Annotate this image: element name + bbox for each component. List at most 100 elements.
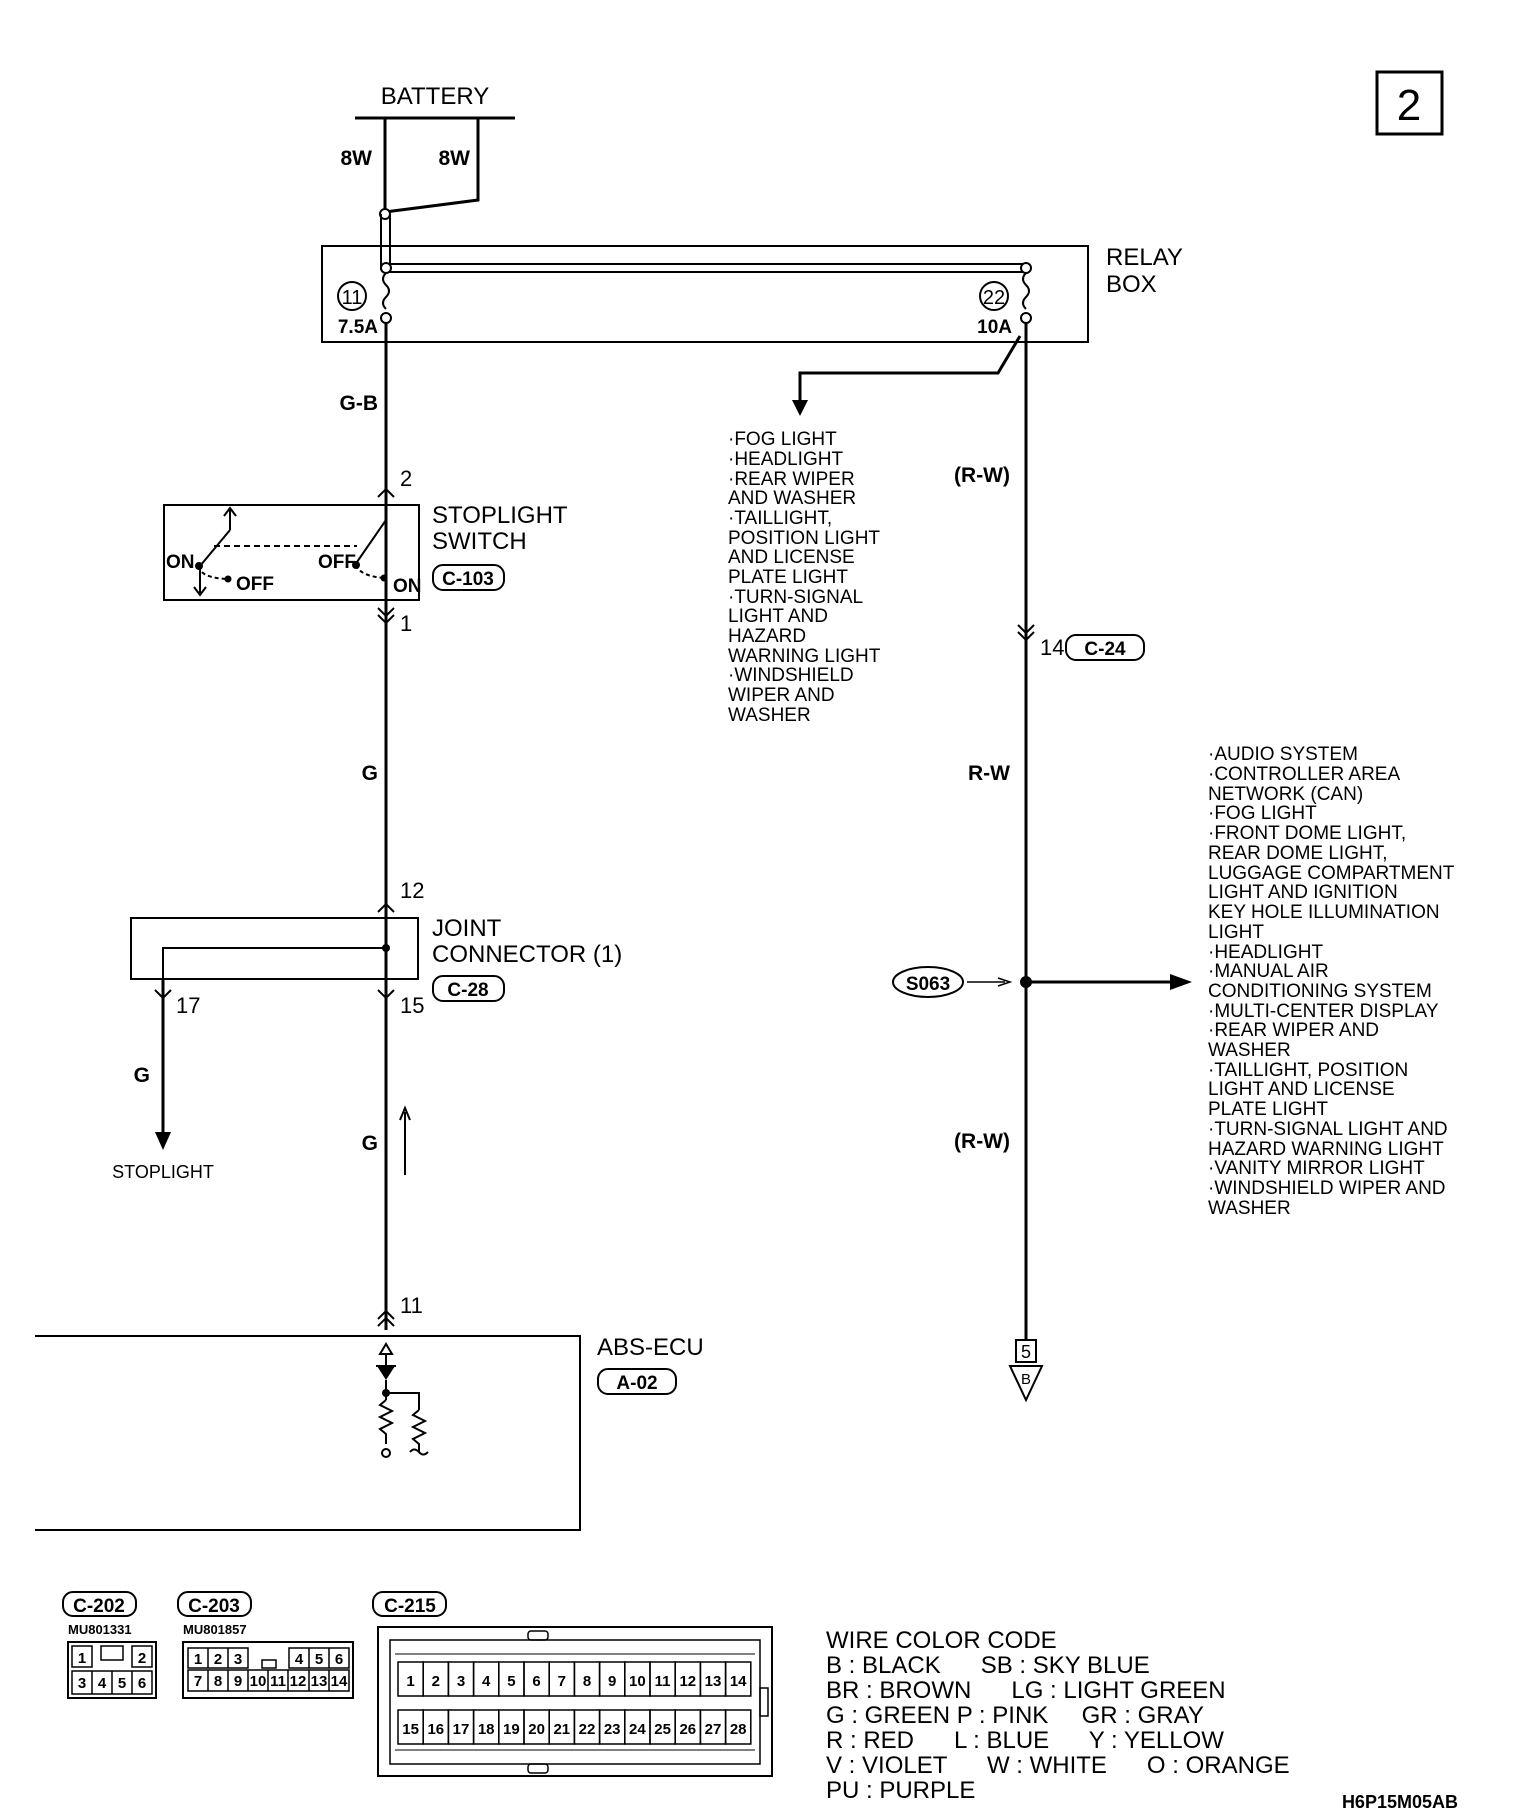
splice-load: HAZARD WARNING LIGHT	[1208, 1139, 1444, 1160]
page-number-box: 2	[1375, 70, 1444, 136]
c24-pin: 14	[1040, 635, 1064, 660]
switch-pin-top: 2	[400, 466, 412, 491]
c215-pin: 13	[705, 1673, 722, 1690]
wire-g-b-label: G-B	[340, 392, 379, 415]
current-flow-arrow	[399, 1105, 411, 1175]
figure-code: H6P15M05AB	[1342, 1792, 1458, 1812]
c203-pin: 13	[311, 1673, 328, 1690]
c202-pin: 3	[78, 1675, 86, 1692]
wire-color-code: WIRE COLOR CODE B : BLACK SB : SKY BLUE …	[826, 1627, 1290, 1804]
fuse-22-load: POSITION LIGHT	[728, 528, 880, 549]
relay-box: RELAY BOX 11 7.5A 22 10A	[321, 214, 1183, 343]
fuse-22-load: PLATE LIGHT	[728, 567, 848, 588]
c203-pin: 11	[270, 1673, 286, 1690]
battery-label: BATTERY	[381, 83, 489, 110]
c203-pin: 5	[315, 1651, 323, 1668]
c203-part: MU801857	[183, 1622, 247, 1637]
c203-pin: 2	[214, 1651, 222, 1668]
c215-pin: 19	[503, 1721, 520, 1738]
stoplight-switch: ON OFF OFF ON STOPLIGHT SWITCH C-103 1	[163, 502, 568, 636]
splice-point	[1020, 976, 1032, 988]
fuse-22-branch: ·FOG LIGHT ·HEADLIGHT ·REAR WIPER AND WA…	[728, 335, 1022, 726]
splice-load: LIGHT AND IGNITION	[1208, 882, 1398, 903]
fuse-22-load: LIGHT AND	[728, 606, 828, 627]
fuse-22-load: ·FOG LIGHT	[728, 429, 837, 450]
fuse-22-number: 22	[983, 287, 1005, 309]
fuse-22-load: HAZARD	[728, 626, 806, 647]
splice-load: LUGGAGE COMPARTMENT	[1208, 863, 1455, 884]
fuse-22-load: AND LICENSE	[728, 547, 855, 568]
c202-pin: 5	[118, 1675, 126, 1692]
wire-g-lower-label: G	[362, 1132, 378, 1155]
abs-ecu-pin: 11	[400, 1293, 423, 1318]
c215-pin: 15	[402, 1721, 419, 1738]
connector-c203: C-203 MU801857 1 2 3 4 5 6 7 8 9 10 11 1…	[177, 1591, 354, 1699]
fuse-22-load: ·TURN-SIGNAL	[728, 587, 863, 608]
c215-pin: 1	[406, 1673, 414, 1690]
battery-wire-right-label: 8W	[439, 147, 471, 170]
c203-pin: 7	[194, 1673, 202, 1690]
c215-pin-cell	[724, 1661, 752, 1697]
branch-arrow-down	[792, 400, 808, 416]
fuse-22-load: WIPER AND	[728, 685, 835, 706]
c203-pin: 10	[250, 1673, 267, 1690]
splice-loads-list: ·AUDIO SYSTEM ·CONTROLLER AREA NETWORK (…	[1208, 744, 1455, 1219]
c203-pin: 8	[214, 1673, 222, 1690]
c215-pin-cell	[724, 1709, 752, 1745]
c203-pin: 14	[331, 1673, 348, 1690]
tail-circuit: (R-W) 14 C-24 R-W (R-W) S063 5 B	[892, 323, 1192, 1403]
wire-color-code-line: B : BLACK SB : SKY BLUE	[826, 1652, 1150, 1679]
c215-pin: 20	[528, 1721, 545, 1738]
fuse-22-load: ·WINDSHIELD	[728, 665, 854, 686]
splice-load: ·MULTI-CENTER DISPLAY	[1208, 1001, 1439, 1022]
c215-pin: 10	[629, 1673, 646, 1690]
c215-pin: 5	[507, 1673, 515, 1690]
switch-pin-bottom: 1	[400, 611, 412, 636]
splice-load: ·TURN-SIGNAL LIGHT AND	[1208, 1119, 1448, 1140]
wire-color-code-title: WIRE COLOR CODE	[826, 1627, 1057, 1654]
fuse-22-load: ·TAILLIGHT,	[728, 508, 832, 529]
c202-pin: 4	[98, 1675, 107, 1692]
abs-ecu-label: ABS-ECU	[597, 1334, 704, 1361]
c202-id: C-202	[73, 1596, 125, 1617]
wire-color-code-line: PU : PURPLE	[826, 1777, 975, 1804]
c215-pin: 9	[608, 1673, 616, 1690]
c215-pin: 2	[432, 1673, 440, 1690]
c202-part: MU801331	[68, 1622, 132, 1637]
joint-connector-id: C-28	[447, 980, 488, 1001]
fuse-22-load: WARNING LIGHT	[728, 646, 881, 667]
joint-pin-right: 15	[400, 993, 424, 1018]
fuse-22-load: ·HEADLIGHT	[728, 449, 843, 470]
splice-load: WASHER	[1208, 1040, 1291, 1061]
switch-connector-id: C-103	[442, 569, 494, 590]
splice-load: ·WINDSHIELD WIPER AND	[1208, 1178, 1446, 1199]
splice-load: LIGHT AND LICENSE	[1208, 1079, 1395, 1100]
wire-g-upper-label: G	[362, 762, 378, 785]
splice-arrow-right	[1170, 974, 1192, 990]
wire-rw-mid-label: R-W	[968, 762, 1010, 785]
c203-pin: 1	[194, 1651, 202, 1668]
c24-connector-id: C-24	[1084, 639, 1126, 660]
relay-box-label-line1: RELAY	[1106, 244, 1183, 271]
splice-load: ·FRONT DOME LIGHT,	[1208, 823, 1406, 844]
joint-connector: 12 JOINT CONNECTOR (1) C-28 15 17 G STOP…	[112, 878, 622, 1182]
fuse-22-rating: 10A	[977, 317, 1012, 338]
c215-pin: 6	[532, 1673, 540, 1690]
joint-label-line2: CONNECTOR (1)	[432, 941, 622, 968]
c215-pin: 24	[629, 1721, 646, 1738]
wire-rw-lower-label: (R-W)	[954, 1130, 1010, 1153]
c203-pin: 9	[234, 1673, 242, 1690]
c215-pin: 7	[558, 1673, 566, 1690]
splice-load: KEY HOLE ILLUMINATION	[1208, 902, 1440, 923]
fuse-22-load: ·REAR WIPER	[728, 469, 855, 490]
joint-pin-top: 12	[400, 878, 424, 903]
splice-load: WASHER	[1208, 1198, 1291, 1219]
battery-wire-left-label: 8W	[341, 147, 373, 170]
fuse-22-loads-list: ·FOG LIGHT ·HEADLIGHT ·REAR WIPER AND WA…	[728, 429, 881, 726]
splice-load: NETWORK (CAN)	[1208, 784, 1363, 805]
splice-load: ·VANITY MIRROR LIGHT	[1208, 1158, 1425, 1179]
splice-load: REAR DOME LIGHT,	[1208, 843, 1387, 864]
splice-load: LIGHT	[1208, 922, 1264, 943]
